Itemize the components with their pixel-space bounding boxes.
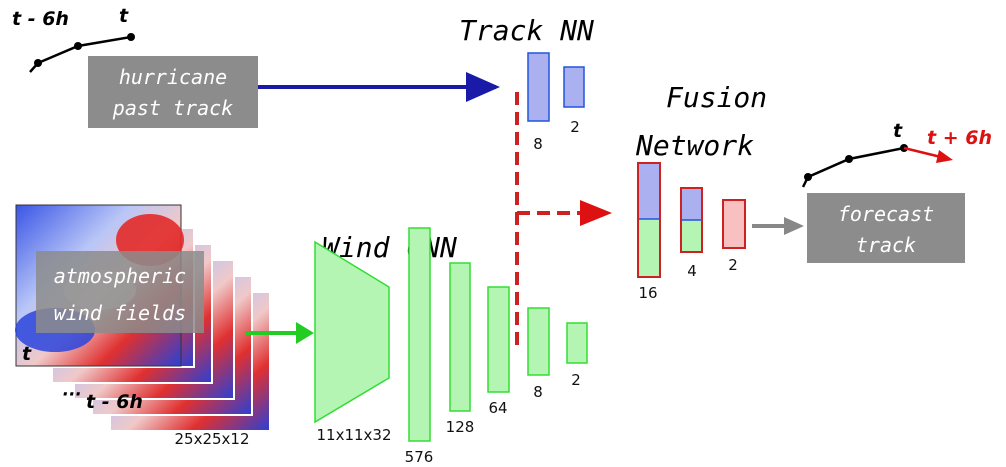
stack-time-t: t	[22, 343, 32, 365]
track-nn-layer-2	[563, 66, 585, 108]
fusion-title-line1: Fusion	[666, 81, 767, 114]
merge-arrowhead	[580, 200, 612, 226]
wind-cnn-title: Wind CNN	[322, 231, 457, 264]
wind-cnn-label-128: 128	[446, 418, 475, 436]
fusion-layer-16-track	[638, 163, 660, 219]
input-size-label: 25x25x12	[174, 430, 249, 448]
fusion-layer-4-wind	[681, 220, 702, 252]
wind-cnn-label-64: 64	[488, 399, 507, 417]
wind-cnn-layers: 11x11x32 576 128 64 8 2	[314, 227, 588, 466]
wind-cnn-layer-576	[408, 227, 431, 442]
wind-cnn-layer-64	[487, 286, 510, 393]
forecast-text-line1: forecast	[838, 202, 934, 226]
fusion-layer-4-track	[681, 188, 702, 220]
fusion-layer-16-border	[637, 162, 661, 278]
output-arrowhead	[784, 217, 804, 235]
stack-dots: ···	[62, 385, 81, 405]
forecast-text-line2: track	[856, 233, 916, 257]
track-nn-title: Track NN	[459, 14, 594, 47]
stack-time-t6: t - 6h	[86, 391, 143, 413]
wind-cnn-label-conv: 11x11x32	[316, 426, 391, 444]
wind-fields-caption-bg	[36, 251, 204, 333]
track-nn-layer-8	[527, 52, 550, 122]
forecast-current-time: t	[893, 120, 903, 142]
past-track-group: t - 6h t	[12, 5, 135, 73]
wind-fields-text-line1: atmospheric	[54, 264, 186, 288]
fusion-label-2: 2	[728, 256, 738, 274]
fusion-layer-16-wind	[638, 219, 660, 277]
wind-cnn-layer-128	[449, 262, 471, 412]
current-time-label: t	[119, 5, 129, 27]
past-track-text-line2: past track	[112, 96, 233, 120]
wind-cnn-layer-8	[527, 307, 550, 376]
wind-field-stack: atmospheric wind fields t ··· t - 6h 25x…	[15, 204, 271, 448]
fusion-label-4: 4	[687, 262, 697, 280]
past-track-box: hurricane past track	[88, 56, 258, 128]
fusion-layer-4-border	[680, 187, 703, 253]
past-track-line	[29, 35, 132, 73]
forecast-point-1	[804, 173, 812, 181]
past-track-box-bg	[88, 56, 258, 128]
forecast-box-bg	[807, 193, 965, 263]
forecast-observed-line	[801, 146, 905, 188]
wind-cnn-label-576: 576	[405, 448, 434, 466]
forecast-next-time: t + 6h	[927, 127, 992, 149]
past-track-point-2	[74, 42, 82, 50]
forecast-box: forecast track	[807, 193, 965, 263]
past-track-text-line1: hurricane	[119, 65, 227, 89]
fusion-title-line2: Network	[635, 129, 754, 162]
forecast-track-group: t t + 6h	[801, 120, 992, 188]
wind-input-arrowhead	[296, 322, 314, 344]
past-track-point-1	[34, 59, 42, 67]
fusion-layer-2	[722, 199, 746, 249]
past-track-point-3	[127, 33, 135, 41]
past-time-label: t - 6h	[12, 8, 69, 30]
track-nn-label-8: 8	[533, 135, 543, 153]
fusion-layers: 16 4 2	[637, 162, 746, 302]
wind-cnn-label-8: 8	[533, 383, 543, 401]
wind-cnn-layer-conv	[314, 240, 390, 424]
track-nn-label-2: 2	[570, 118, 580, 136]
track-nn-layers: 8 2	[527, 52, 585, 153]
forecast-predicted-arrowhead	[936, 150, 953, 163]
wind-cnn-layer-2	[566, 322, 588, 364]
wind-cnn-label-2: 2	[571, 371, 581, 389]
past-track-arrowhead	[466, 72, 500, 102]
fusion-label-16: 16	[638, 284, 657, 302]
wind-fields-text-line2: wind fields	[54, 301, 186, 325]
forecast-point-2	[845, 155, 853, 163]
